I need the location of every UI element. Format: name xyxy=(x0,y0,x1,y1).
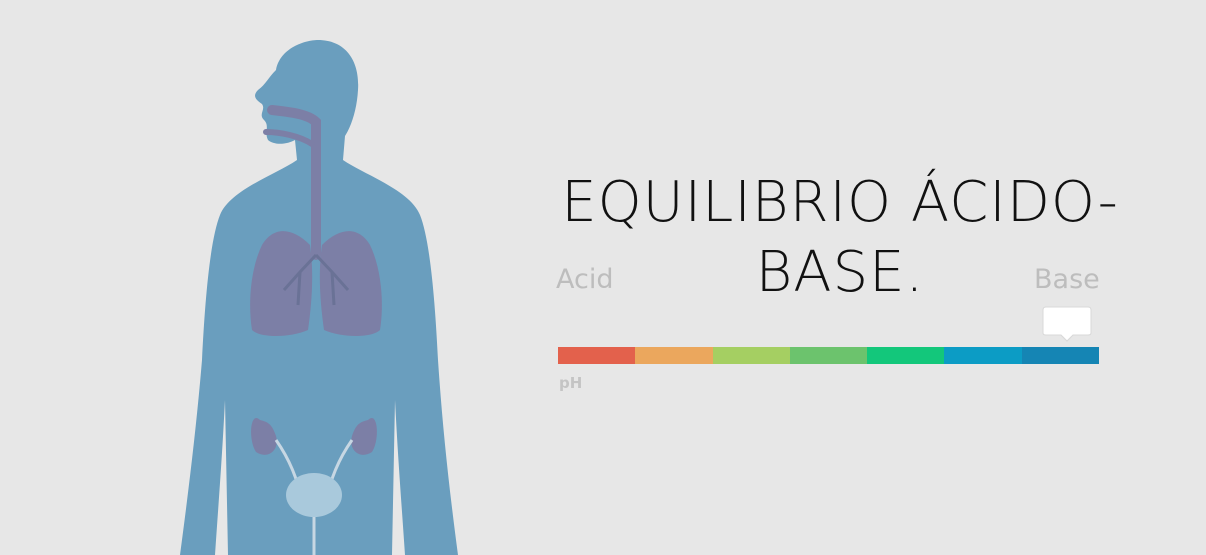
lung-right xyxy=(319,231,382,336)
body-silhouette xyxy=(180,40,458,555)
ph-segment-7 xyxy=(1021,347,1099,364)
acid-label: Acid xyxy=(556,264,614,295)
trachea xyxy=(267,105,321,260)
ph-scale-bar xyxy=(558,347,1099,364)
ph-segment-2 xyxy=(635,347,713,364)
slide-title: EQUILIBRIO ÁCIDO- BASE. xyxy=(540,168,1140,308)
ph-segment-1 xyxy=(558,347,636,364)
bladder xyxy=(286,473,342,517)
ph-segment-4 xyxy=(789,347,868,364)
ph-segment-5 xyxy=(867,347,945,364)
kidney-left xyxy=(251,417,277,455)
title-line-2: BASE. xyxy=(755,240,925,305)
human-body-icon xyxy=(180,40,458,555)
ph-segment-3 xyxy=(712,347,790,364)
lung-left xyxy=(250,231,313,336)
base-label: Base xyxy=(1034,264,1100,295)
title-line-1: EQUILIBRIO ÁCIDO- xyxy=(561,170,1119,235)
ph-marker-icon xyxy=(1042,306,1092,342)
kidney-right xyxy=(351,417,377,455)
ph-label: pH xyxy=(559,374,583,392)
bronchi xyxy=(282,253,350,306)
ph-segment-6 xyxy=(944,347,1022,364)
mouth-tract xyxy=(263,129,315,147)
